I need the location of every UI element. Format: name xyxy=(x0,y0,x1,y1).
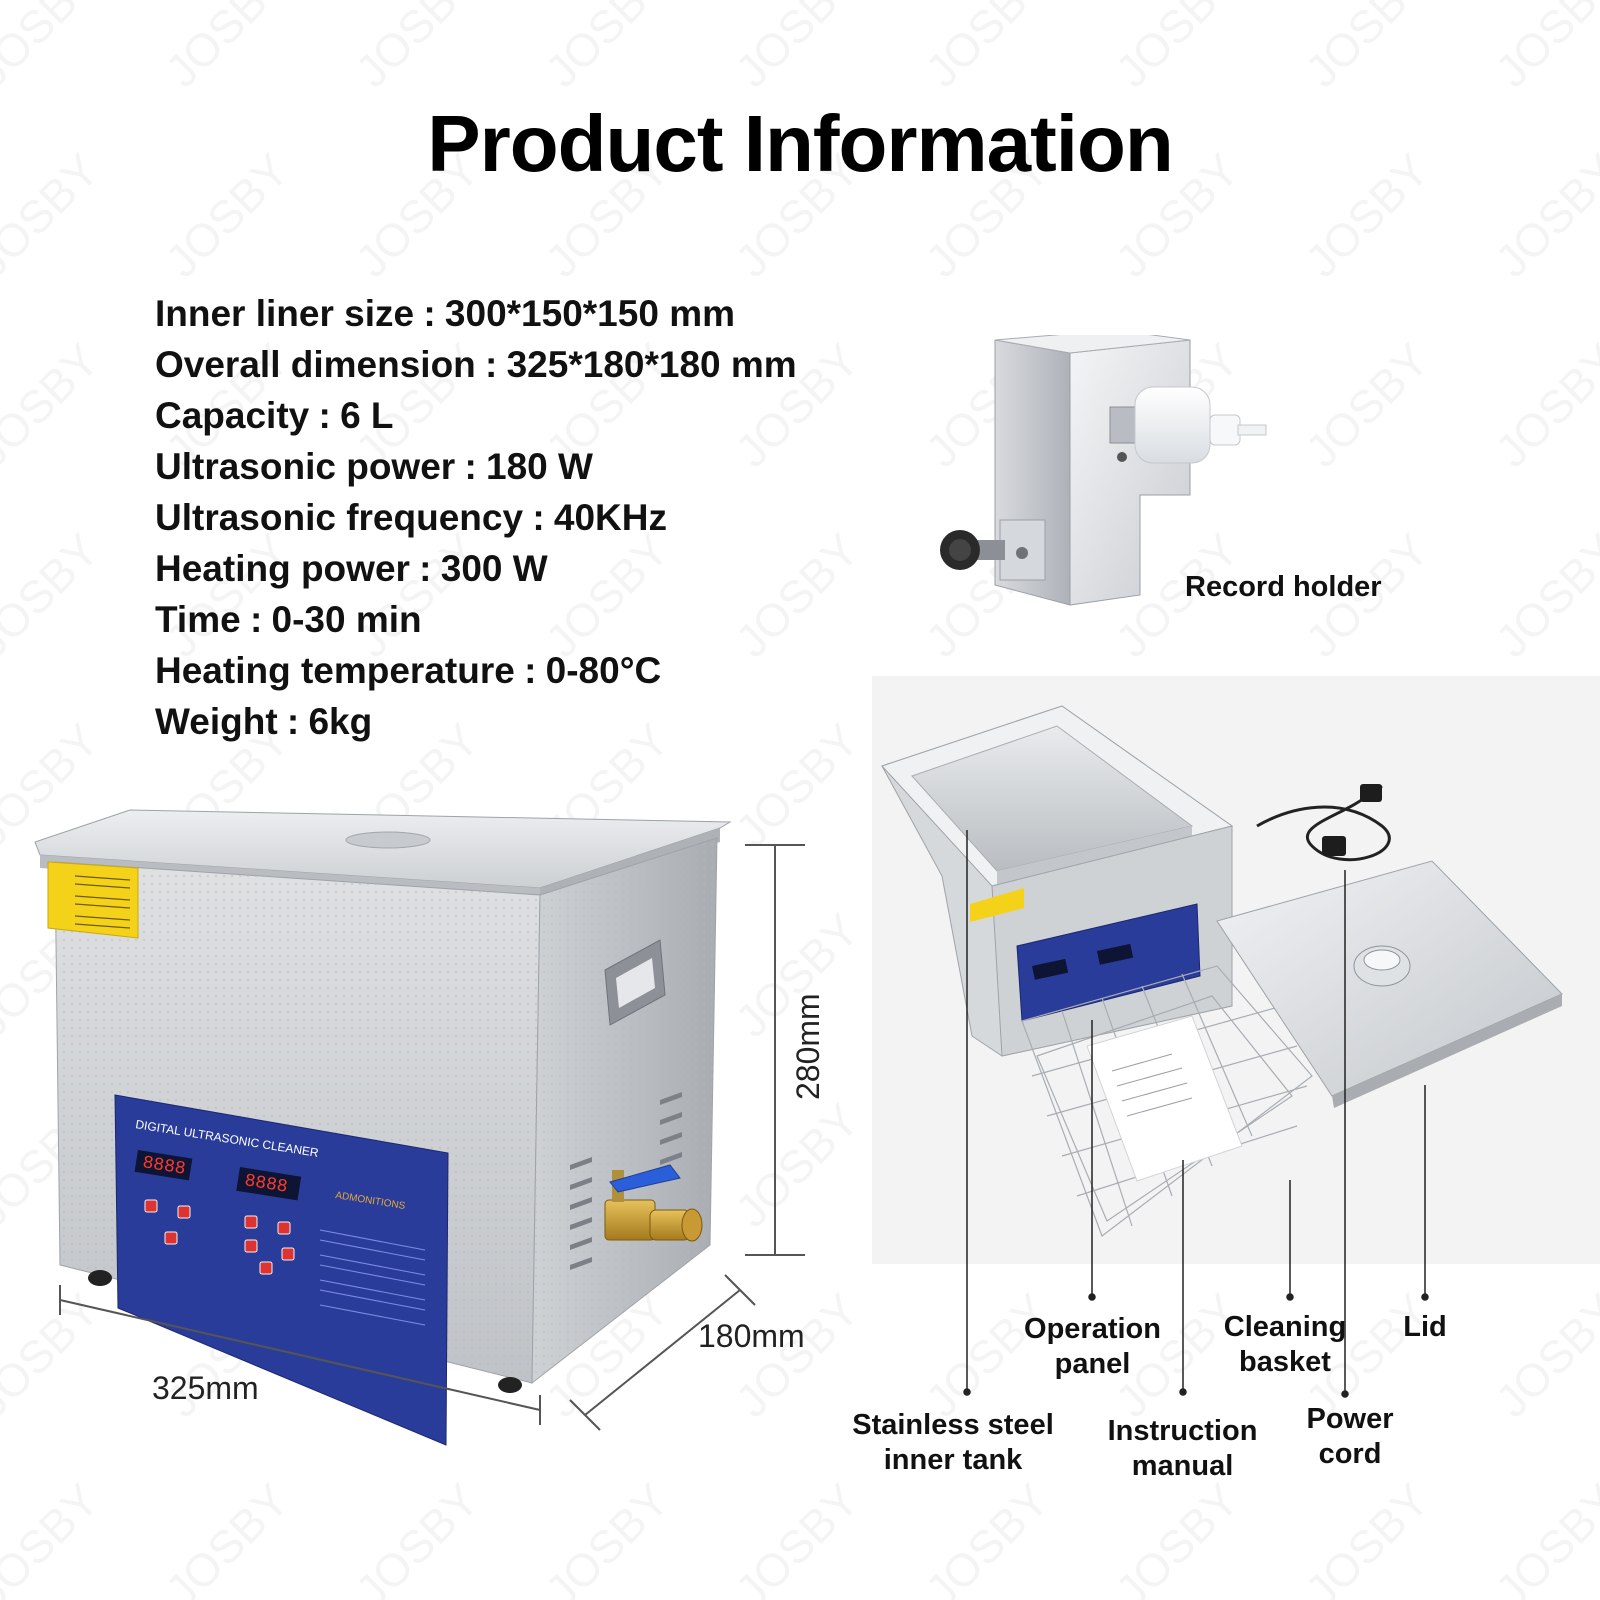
label-stainless-steel-inner-tank: Stainless steel inner tank xyxy=(852,1409,1054,1476)
spec-overall-dimension: Overall dimension:325*180*180 mm xyxy=(155,344,797,385)
label-instruction-manual: Instruction manual xyxy=(1107,1415,1258,1482)
spec-heating-temperature: Heating temperature:0-80°C xyxy=(155,650,662,691)
accessories-photo xyxy=(881,705,1563,1237)
spec-ultrasonic-power: Ultrasonic power:180 W xyxy=(155,446,593,487)
spec-capacity: Capacity:6 L xyxy=(155,395,394,436)
spec-heating-power: Heating power:300 W xyxy=(155,548,548,589)
record-holder-image xyxy=(940,335,1267,606)
ultrasonic-cleaner-image: DIGITAL ULTRASONIC CLEANER 8888 8888 ADM… xyxy=(34,809,732,1446)
page-title: Product Information xyxy=(427,99,1173,188)
dimension-lines xyxy=(59,844,805,1431)
label-lid: Lid xyxy=(1403,1311,1447,1343)
spec-time: Time:0-30 min xyxy=(155,599,422,640)
spec-list: Inner liner size:300*150*150 mm Overall … xyxy=(155,288,797,747)
depth-dimension-label: 180mm xyxy=(698,1318,805,1354)
label-operation-panel: Operation panel xyxy=(1024,1313,1161,1380)
label-power-cord: Power cord xyxy=(1306,1403,1394,1470)
spec-ultrasonic-frequency: Ultrasonic frequency:40KHz xyxy=(155,497,667,538)
label-cleaning-basket: Cleaning basket xyxy=(1223,1311,1347,1378)
spec-weight: Weight:6kg xyxy=(155,701,373,742)
record-holder-label: Record holder xyxy=(1185,571,1382,603)
width-dimension-label: 325mm xyxy=(152,1370,259,1406)
spec-inner-liner-size: Inner liner size:300*150*150 mm xyxy=(155,293,735,334)
